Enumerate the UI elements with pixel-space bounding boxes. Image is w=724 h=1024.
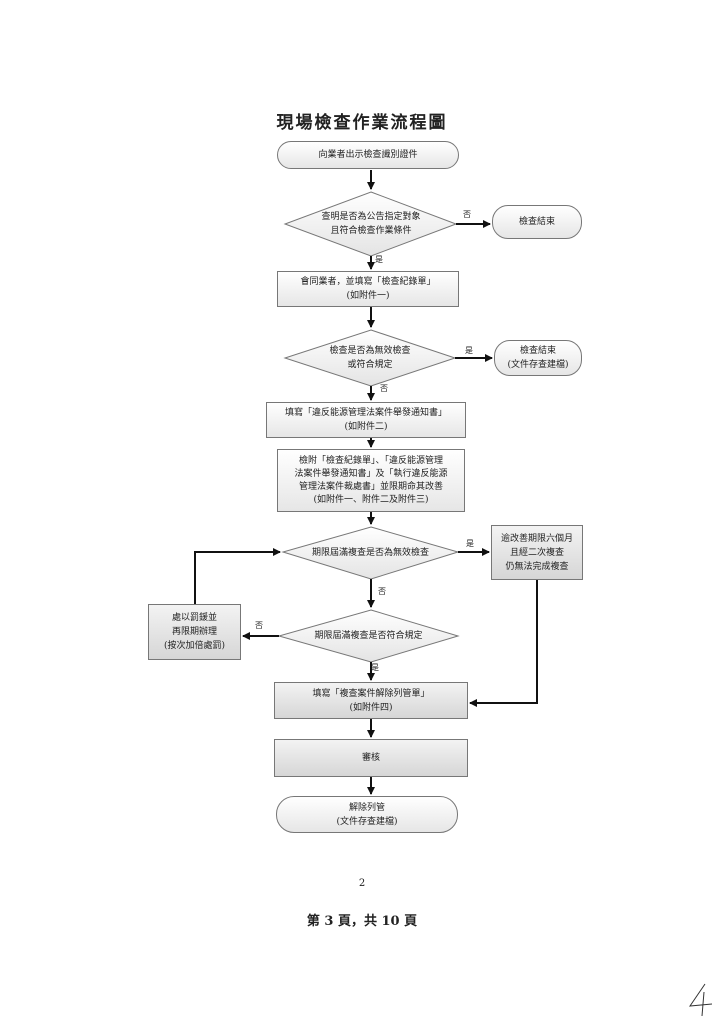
process-step-3: 檢附「檢查紀錄單」、「違反能源管理 法案件舉發通知書」及「執行違反能源 管理法案… — [277, 449, 465, 512]
end-node-2-line-1: 檢查結束 — [519, 346, 556, 356]
page-footer: 第 3 頁，共 10 頁 — [306, 914, 418, 929]
penalty-line-1: 處以罰鍰並 — [171, 613, 217, 623]
process-step-1-line-1: 會同業者，並填寫「檢查紀錄單」 — [300, 277, 436, 287]
side-condition-line-1: 逾改善期限六個月 — [500, 533, 573, 544]
decision-2-text: 檢查是否為無效檢查 或符合規定 — [285, 330, 455, 386]
edge-label-d3-no: 否 — [378, 587, 386, 596]
process-step-3-line-3: 管理法案件裁處書」並限期命其改善 — [298, 481, 443, 492]
process-step-4: 填寫「複查案件解除列管單」 (如附件四) — [274, 682, 468, 719]
arrow-penalty-loop-to-d3 — [194, 548, 281, 604]
process-step-2: 填寫「違反能源管理法案件舉發通知書」 (如附件二) — [266, 402, 466, 438]
review-text: 審核 — [361, 753, 380, 763]
process-step-1-line-2: (如附件一) — [346, 291, 390, 301]
decision-2-line-1: 檢查是否為無效檢查 — [329, 346, 411, 356]
penalty-line-2: 再限期辦理 — [171, 627, 217, 637]
end-node-1-text: 檢查結束 — [518, 217, 555, 227]
end-node-3-line-1: 解除列管 — [348, 802, 385, 813]
decision-1-text: 查明是否為公告指定對象 且符合檢查作業條件 — [285, 192, 457, 256]
end-node-2: 檢查結束 (文件存查建檔) — [494, 340, 582, 376]
process-step-3-line-1: 檢附「檢查紀錄單」、「違反能源管理 — [298, 455, 443, 466]
penalty-line-3: (按次加倍處罰) — [163, 641, 226, 651]
side-condition-box: 逾改善期限六個月 且經二次複查 仍無法完成複查 — [491, 525, 583, 580]
process-step-2-line-2: (如附件二) — [344, 422, 388, 432]
process-step-2-line-1: 填寫「違反能源管理法案件舉發通知書」 — [284, 408, 447, 418]
arrow-side1-to-step4 — [469, 580, 538, 707]
edge-label-d1-yes: 是 — [375, 255, 383, 264]
review-box: 審核 — [274, 739, 468, 777]
edge-label-d1-no: 否 — [463, 210, 471, 219]
process-step-4-line-1: 填寫「複查案件解除列管單」 — [312, 688, 430, 699]
process-step-1: 會同業者，並填寫「檢查紀錄單」 (如附件一) — [277, 271, 459, 307]
page-number: 2 — [358, 878, 366, 889]
end-node-1: 檢查結束 — [492, 205, 582, 239]
start-node: 向業者出示檢查識別證件 — [277, 141, 459, 169]
end-node-3: 解除列管 (文件存查建檔) — [276, 796, 458, 833]
decision-2-line-2: 或符合規定 — [347, 360, 393, 370]
decision-4-text: 期限屆滿複查是否符合規定 — [279, 610, 458, 662]
decision-4-line: 期限屆滿複查是否符合規定 — [314, 631, 423, 641]
end-node-3-line-2: (文件存查建檔) — [336, 816, 398, 827]
edge-label-d2-yes: 是 — [465, 346, 473, 355]
side-condition-line-3: 仍無法完成複查 — [505, 561, 569, 572]
decision-3-text: 期限屆滿複查是否為無效檢查 — [283, 527, 458, 579]
edge-label-d2-no: 否 — [380, 384, 388, 393]
page-title: 現場檢查作業流程圖 — [276, 113, 448, 133]
start-node-text: 向業者出示檢查識別證件 — [318, 150, 418, 160]
edge-label-d4-yes: 是 — [371, 663, 379, 672]
process-step-4-line-2: (如附件四) — [349, 702, 393, 713]
end-node-2-line-2: (文件存查建檔) — [507, 360, 569, 370]
edge-label-d4-no: 否 — [255, 621, 263, 630]
edge-label-d3-yes: 是 — [466, 539, 474, 548]
decision-1-line-2: 且符合檢查作業條件 — [330, 226, 412, 236]
decision-1-line-1: 查明是否為公告指定對象 — [321, 212, 421, 222]
decision-3-line: 期限屆滿複查是否為無效檢查 — [311, 548, 429, 558]
process-step-3-line-2: 法案件舉發通知書」及「執行違反能源 — [294, 468, 448, 479]
side-condition-line-2: 且經二次複查 — [509, 547, 564, 558]
penalty-box: 處以罰鍰並 再限期辦理 (按次加倍處罰) — [148, 604, 241, 660]
process-step-3-line-4: (如附件一、附件二及附件三) — [313, 494, 429, 505]
handwritten-mark-four — [688, 983, 713, 1017]
